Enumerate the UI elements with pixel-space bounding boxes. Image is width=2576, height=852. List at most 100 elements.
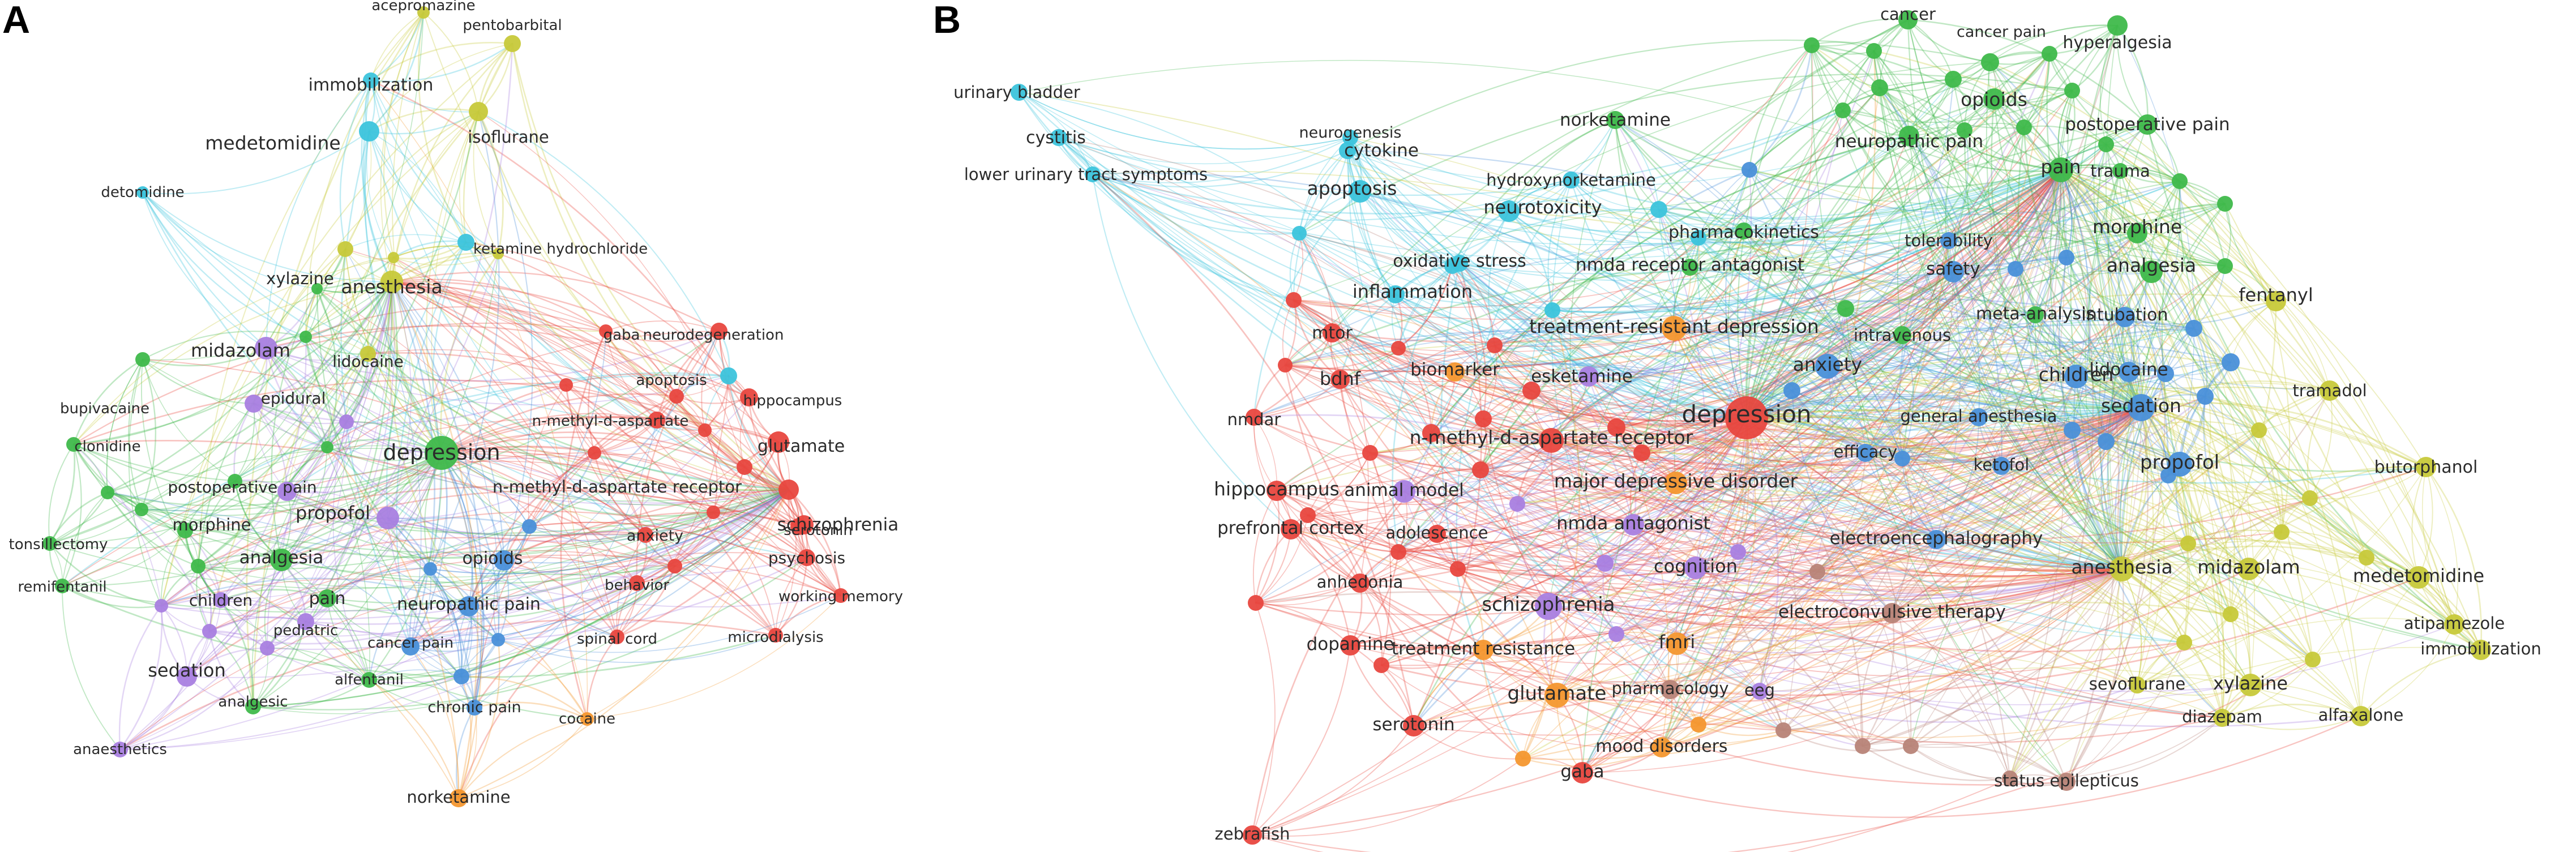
network-edge bbox=[209, 452, 442, 632]
network-edge bbox=[1745, 417, 2123, 570]
network-edge bbox=[1403, 490, 2123, 602]
network-edge bbox=[1909, 135, 1961, 540]
network-edge bbox=[429, 489, 790, 575]
network-edge bbox=[326, 446, 460, 799]
network-edge bbox=[2060, 169, 2089, 377]
network-edge bbox=[72, 379, 780, 446]
label-serotonin: serotonin bbox=[1372, 714, 1454, 735]
network-edge bbox=[62, 492, 108, 586]
network-edge bbox=[2422, 466, 2455, 625]
network-edge bbox=[458, 718, 588, 799]
network-edge bbox=[1369, 371, 1456, 454]
network-edge bbox=[1359, 582, 2068, 786]
network-edge bbox=[2133, 271, 2153, 409]
network-edge bbox=[1737, 169, 2062, 553]
network-edge bbox=[2023, 24, 2119, 129]
network-edge bbox=[1745, 377, 2260, 431]
network-edge bbox=[1430, 169, 2062, 434]
network-edge bbox=[1403, 491, 2123, 601]
network-edge bbox=[1058, 136, 1300, 234]
network-edge bbox=[1547, 179, 1572, 311]
network-edge bbox=[1307, 514, 2123, 619]
node-clonidine bbox=[66, 437, 81, 452]
network-edge bbox=[1398, 327, 2169, 476]
node-esketamine bbox=[1578, 366, 1599, 387]
label-propofol: propofol bbox=[296, 502, 370, 524]
network-edge bbox=[392, 256, 607, 332]
network-edge bbox=[316, 288, 714, 513]
network-edge bbox=[1791, 389, 1912, 747]
network-edge bbox=[346, 421, 789, 503]
network-edge bbox=[1290, 529, 2123, 626]
network-edge bbox=[1864, 452, 1937, 541]
network-edge bbox=[62, 530, 186, 586]
network-edge bbox=[2009, 169, 2094, 780]
network-edge bbox=[119, 618, 777, 751]
network-edge bbox=[1397, 344, 1496, 356]
network-edge bbox=[456, 707, 476, 799]
node-unlabeled bbox=[493, 248, 504, 259]
network-edge bbox=[305, 583, 637, 636]
label-pain: pain bbox=[2040, 156, 2081, 178]
network-edge bbox=[286, 491, 841, 608]
network-edge bbox=[1253, 417, 1291, 530]
node-unlabeled bbox=[1835, 102, 1851, 118]
network-edge bbox=[1582, 87, 1880, 773]
network-edge bbox=[220, 598, 306, 622]
network-edge bbox=[2034, 169, 2065, 316]
network-edge bbox=[2151, 203, 2226, 272]
network-edge bbox=[1669, 406, 2142, 691]
network-edge bbox=[252, 620, 307, 708]
network-edge bbox=[478, 111, 745, 468]
network-edge bbox=[1307, 514, 1400, 553]
network-edge bbox=[119, 605, 163, 751]
node-unlabeled bbox=[202, 624, 217, 639]
network-edge bbox=[1253, 417, 2123, 590]
network-edge bbox=[1480, 169, 2061, 470]
network-edge bbox=[1058, 137, 1351, 165]
network-edge bbox=[1827, 366, 1903, 459]
network-edge bbox=[2188, 543, 2231, 615]
node-unlabeled bbox=[2180, 536, 2196, 551]
network-edge bbox=[1745, 129, 1966, 419]
network-edge bbox=[1746, 181, 2180, 418]
network-edge bbox=[1451, 265, 2185, 644]
network-edge bbox=[220, 281, 393, 601]
network-edge bbox=[1811, 45, 2231, 615]
network-edge bbox=[2000, 429, 2073, 467]
network-edge bbox=[62, 281, 392, 586]
network-edge bbox=[1989, 61, 2331, 392]
network-edge bbox=[368, 675, 463, 687]
network-edge bbox=[1459, 263, 2010, 779]
network-edge bbox=[1749, 169, 2330, 391]
network-edge bbox=[1436, 407, 2142, 550]
network-edge bbox=[1746, 124, 2148, 418]
network-edge bbox=[1817, 169, 2061, 572]
network-edge bbox=[1531, 366, 1828, 407]
network-edge bbox=[1791, 308, 1846, 391]
panel-b-letter: B bbox=[933, 0, 961, 41]
network-edge bbox=[1276, 490, 1662, 748]
network-edge bbox=[128, 358, 144, 511]
network-edge bbox=[1556, 407, 2142, 696]
network-edge bbox=[1253, 332, 1333, 418]
network-edge bbox=[2187, 542, 2232, 615]
network-edge bbox=[1298, 232, 1893, 614]
network-edge bbox=[1359, 190, 1397, 296]
network-edge bbox=[1395, 294, 2231, 408]
network-edge bbox=[367, 349, 705, 431]
label-hydroxynorketamine: hydroxynorketamine bbox=[1486, 170, 1656, 190]
network-edge bbox=[391, 281, 676, 567]
label-microdialysis: microdialysis bbox=[728, 629, 823, 646]
network-edge bbox=[1615, 395, 2206, 467]
network-edge bbox=[2060, 169, 2249, 570]
network-edge bbox=[1550, 439, 1618, 635]
network-edge bbox=[346, 353, 369, 422]
network-edge bbox=[617, 566, 675, 637]
network-edge bbox=[1826, 365, 2123, 570]
network-edge bbox=[1451, 265, 1487, 420]
node-immobilization bbox=[2471, 640, 2491, 660]
node-analgesic bbox=[245, 699, 261, 714]
network-edge bbox=[49, 512, 714, 589]
network-edge bbox=[1516, 503, 2123, 597]
